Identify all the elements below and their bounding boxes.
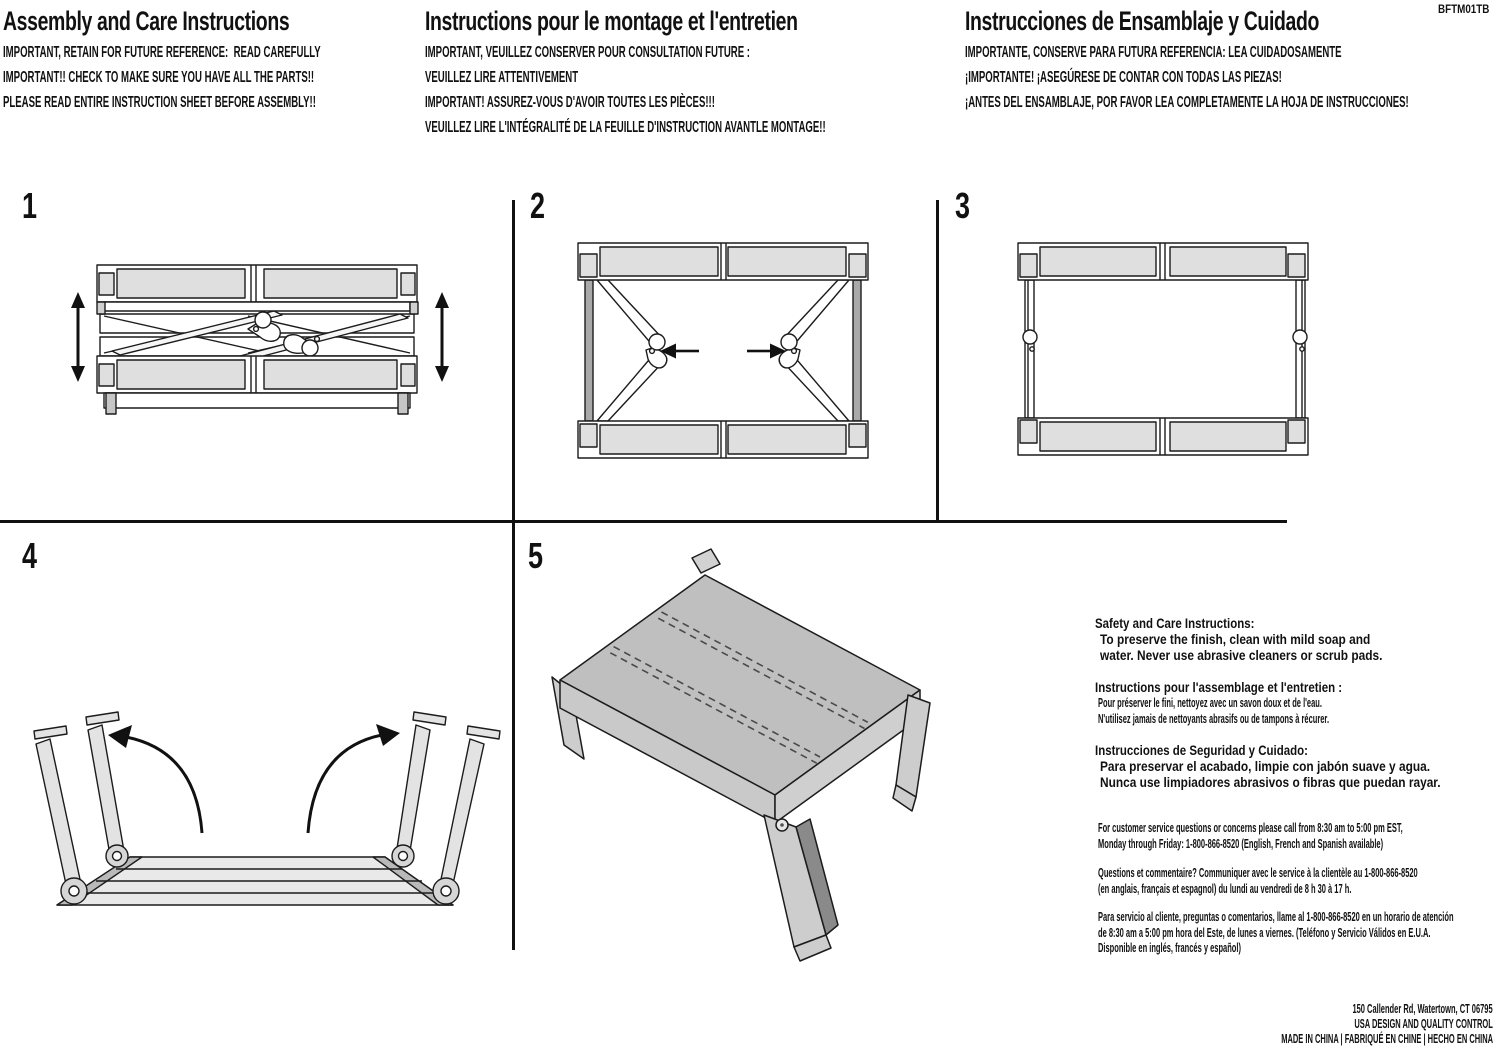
page-title-fr: Instructions pour le montage et l'entret… [425,6,798,36]
step-number-2: 2 [530,185,546,226]
divider-horizontal [0,520,1287,523]
table-underside [577,242,869,459]
care-line: Para preservar el acabado, limpie con ja… [1100,758,1431,774]
header-line: VEUILLEZ LIRE L'INTÉGRALITÉ DE LA FEUILL… [425,119,826,136]
divider-vertical-left [512,200,515,950]
care-instructions-fr: Instructions pour l'assemblage et l'entr… [1095,680,1495,727]
header-french: Instructions pour le montage et l'entret… [425,6,945,140]
service-line: Questions et commentaire? Communiquer av… [1098,866,1418,880]
service-line: For customer service questions or concer… [1098,821,1403,835]
service-line: (en anglais, français et espagnol) du lu… [1098,881,1352,896]
care-instructions-en: Safety and Care Instructions: To preserv… [1095,616,1495,663]
customer-service-fr: Questions et commentaire? Communiquer av… [1095,866,1495,897]
footer-address: 150 Callender Rd, Watertown, CT 06795 [1352,1002,1493,1016]
header-line: ¡ANTES DEL ENSAMBLAJE, POR FAVOR LEA COM… [965,94,1409,111]
header-spanish: Instrucciones de Ensamblaje y Cuidado IM… [965,6,1465,115]
footer-quality: USA DESIGN AND QUALITY CONTROL [1354,1017,1493,1031]
curved-arrow-right-icon [306,724,400,834]
header-line: IMPORTANT! ASSUREZ-VOUS D'AVOIR TOUTES L… [425,94,715,111]
step-number-1: 1 [22,185,38,226]
customer-service-en: For customer service questions or concer… [1095,821,1495,852]
care-heading-fr: Instructions pour l'assemblage et l'entr… [1095,680,1343,695]
care-heading-es: Instrucciones de Seguridad y Cuidado: [1095,743,1308,758]
header-line: IMPORTANT, RETAIN FOR FUTURE REFERENCE: … [3,44,321,61]
page-title-en-text: Assembly and Care Instructions [3,6,290,36]
header-line: PLEASE READ ENTIRE INSTRUCTION SHEET BEF… [3,94,316,111]
step-5-diagram [551,548,931,962]
header-english: Assembly and Care Instructions IMPORTANT… [3,6,413,115]
care-line: N'utilisez jamais de nettoyants abrasifs… [1098,711,1330,726]
up-down-arrow-right [435,292,449,382]
header-line: IMPORTANTE, CONSERVE PARA FUTURA REFEREN… [965,44,1342,61]
care-line: water. Never use abrasive cleaners or sc… [1100,646,1383,663]
step-number-5: 5 [528,535,544,576]
service-line: Disponible en inglés, francés y español) [1098,941,1241,955]
step-4-diagram [33,711,501,906]
arrow-left-icon [660,343,699,359]
service-line: Monday through Friday: 1-800-866-8520 (E… [1098,836,1384,851]
up-down-arrow-left [71,292,85,382]
footer: 150 Callender Rd, Watertown, CT 06795 US… [993,1002,1493,1047]
flat-folded-table [1017,242,1309,456]
care-line: To preserve the finish, clean with mild … [1100,631,1371,647]
service-line: Para servicio al cliente, preguntas o co… [1098,910,1454,924]
curved-arrow-left-icon [108,725,204,834]
care-line: Nunca use limpiadores abrasivos o fibras… [1100,773,1441,790]
step-number-4: 4 [22,535,38,576]
header-line: IMPORTANT!! CHECK TO MAKE SURE YOU HAVE … [3,69,315,86]
step-number-3: 3 [955,185,971,226]
service-line: de 8:30 am a 5:00 pm hora del Este, de l… [1098,925,1431,940]
care-heading-en: Safety and Care Instructions: [1095,616,1255,631]
folded-table-side-view [96,264,419,415]
customer-service-es: Para servicio al cliente, preguntas o co… [1095,910,1495,957]
care-line: Pour préserver le fini, nettoyez avec un… [1098,696,1322,710]
step-2-diagram [577,242,869,459]
arrow-right-icon [747,343,786,359]
footer-origin: MADE IN CHINA | FABRIQUÉ EN CHINE | HECH… [1281,1032,1493,1046]
header-line: ¡IMPORTANTE! ¡ASEGÚRESE DE CONTAR CON TO… [965,69,1282,86]
product-code: BFTM01TB [1438,2,1490,16]
upside-down-table [33,711,501,906]
assembled-table [551,548,931,962]
page-title-es: Instrucciones de Ensamblaje y Cuidado [965,6,1319,36]
header-line: IMPORTANT, VEUILLEZ CONSERVER POUR CONSU… [425,44,750,61]
step-3-diagram [1017,242,1309,456]
care-instructions-es: Instrucciones de Seguridad y Cuidado: Pa… [1095,743,1495,790]
page-title-en: Assembly and Care Instructions [3,6,413,40]
step-1-diagram [71,264,449,415]
divider-vertical-right [936,200,939,522]
header-line: VEUILLEZ LIRE ATTENTIVEMENT [425,69,579,86]
